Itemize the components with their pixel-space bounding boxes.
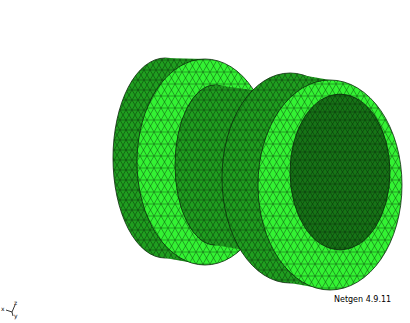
mesh-body: [113, 58, 402, 290]
axis-label: y: [14, 313, 18, 319]
axis-label: z: [14, 300, 17, 306]
software-version: Netgen 4.9.11: [334, 296, 391, 304]
axis-triad: [6, 305, 15, 316]
axis-label: x: [1, 306, 5, 312]
